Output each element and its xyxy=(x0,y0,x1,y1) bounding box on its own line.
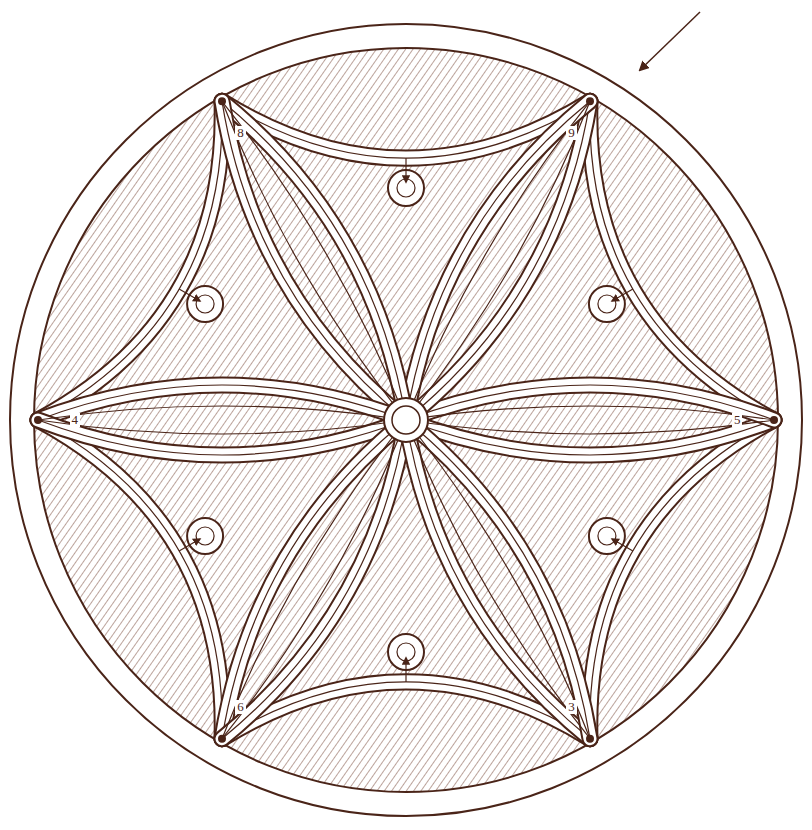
edge-path xyxy=(590,420,774,739)
spiral-loop xyxy=(187,286,223,322)
edge-path xyxy=(38,101,222,420)
spiral-arrow xyxy=(405,658,406,682)
edge-band-fill xyxy=(590,101,774,420)
spiral-loop xyxy=(187,518,223,554)
petal-path xyxy=(222,101,406,420)
petal-path xyxy=(406,101,590,420)
spiral-loop xyxy=(589,286,625,322)
petal-path xyxy=(222,420,406,739)
edge-band xyxy=(38,101,222,420)
edge-band xyxy=(590,420,774,739)
petal-band-fill xyxy=(222,420,406,739)
start-arrow xyxy=(640,12,700,70)
vertex-label: 6 xyxy=(235,700,246,714)
petal-path xyxy=(222,101,406,420)
petal-path xyxy=(38,420,406,455)
center-inner xyxy=(392,406,420,434)
vertex-label: 8 xyxy=(235,126,246,140)
petal-path xyxy=(406,420,590,739)
petal-band-fill xyxy=(406,385,774,420)
petal-path xyxy=(406,101,590,420)
edge-band-fill xyxy=(38,420,222,739)
spiral-core xyxy=(598,527,616,545)
petal-band-fill xyxy=(406,420,590,739)
spiral-core xyxy=(598,295,616,313)
petal-path xyxy=(406,406,774,420)
petal-band xyxy=(406,420,774,455)
vertex-dot xyxy=(218,735,226,743)
petal-path xyxy=(38,385,406,420)
spiral-arrow xyxy=(612,539,633,551)
petal-band xyxy=(222,420,406,739)
petal-band xyxy=(38,420,406,455)
spiral-loop xyxy=(589,518,625,554)
petal-band xyxy=(222,420,406,739)
edge-band xyxy=(38,420,222,739)
edge-band-fill xyxy=(590,420,774,739)
center-circle xyxy=(384,398,428,442)
spiral-arrow xyxy=(612,289,633,301)
edge-path xyxy=(590,101,774,420)
spiral-arrow xyxy=(179,539,200,551)
spiral-core xyxy=(196,295,214,313)
petal-band xyxy=(222,101,406,420)
vertex-dot xyxy=(586,735,594,743)
petal-path xyxy=(222,420,406,739)
petal-band-fill xyxy=(38,385,406,420)
petal-band-fill xyxy=(222,101,406,420)
petal-band xyxy=(406,101,590,420)
petal-path xyxy=(406,420,774,434)
vertex-dot xyxy=(586,97,594,105)
petal-band-fill xyxy=(406,101,590,420)
petal-band-fill xyxy=(38,420,406,455)
vertex-label: 9 xyxy=(566,126,577,140)
petal-band xyxy=(406,420,590,739)
vertex-label: 5 xyxy=(732,413,743,427)
petal-band-fill xyxy=(406,101,590,420)
petal-path xyxy=(406,385,774,420)
petal-path xyxy=(406,420,774,455)
petal-path xyxy=(38,406,406,420)
petal-band-fill xyxy=(406,420,774,455)
petal-path xyxy=(222,420,406,739)
spiral-arrow xyxy=(405,158,406,182)
petal-band-fill xyxy=(222,420,406,739)
petal-path xyxy=(406,101,590,420)
petal-band-fill xyxy=(222,101,406,420)
edge-band xyxy=(590,101,774,420)
edge-path xyxy=(38,420,222,739)
petal-path xyxy=(38,420,406,434)
vertex-dot xyxy=(770,416,778,424)
vertex-label: 4 xyxy=(70,413,81,427)
petal-band xyxy=(38,385,406,420)
petal-path xyxy=(222,101,406,420)
petal-band xyxy=(406,420,590,739)
vertex-dot xyxy=(34,416,42,424)
edge-band-fill xyxy=(38,101,222,420)
petal-band xyxy=(406,385,774,420)
vertex-label: 3 xyxy=(566,700,577,714)
petal-path xyxy=(406,420,590,739)
petal-path xyxy=(222,101,406,420)
petal-path xyxy=(406,420,590,739)
spiral-arrow xyxy=(179,289,200,301)
petal-path xyxy=(406,101,590,420)
petal-band xyxy=(222,101,406,420)
outer-ring xyxy=(10,24,802,816)
petal-band-fill xyxy=(406,420,590,739)
petal-band xyxy=(406,101,590,420)
vertex-dot xyxy=(218,97,226,105)
petal-path xyxy=(406,420,590,739)
petal-path xyxy=(222,420,406,739)
hatched-disc xyxy=(34,48,778,792)
spiral-core xyxy=(196,527,214,545)
